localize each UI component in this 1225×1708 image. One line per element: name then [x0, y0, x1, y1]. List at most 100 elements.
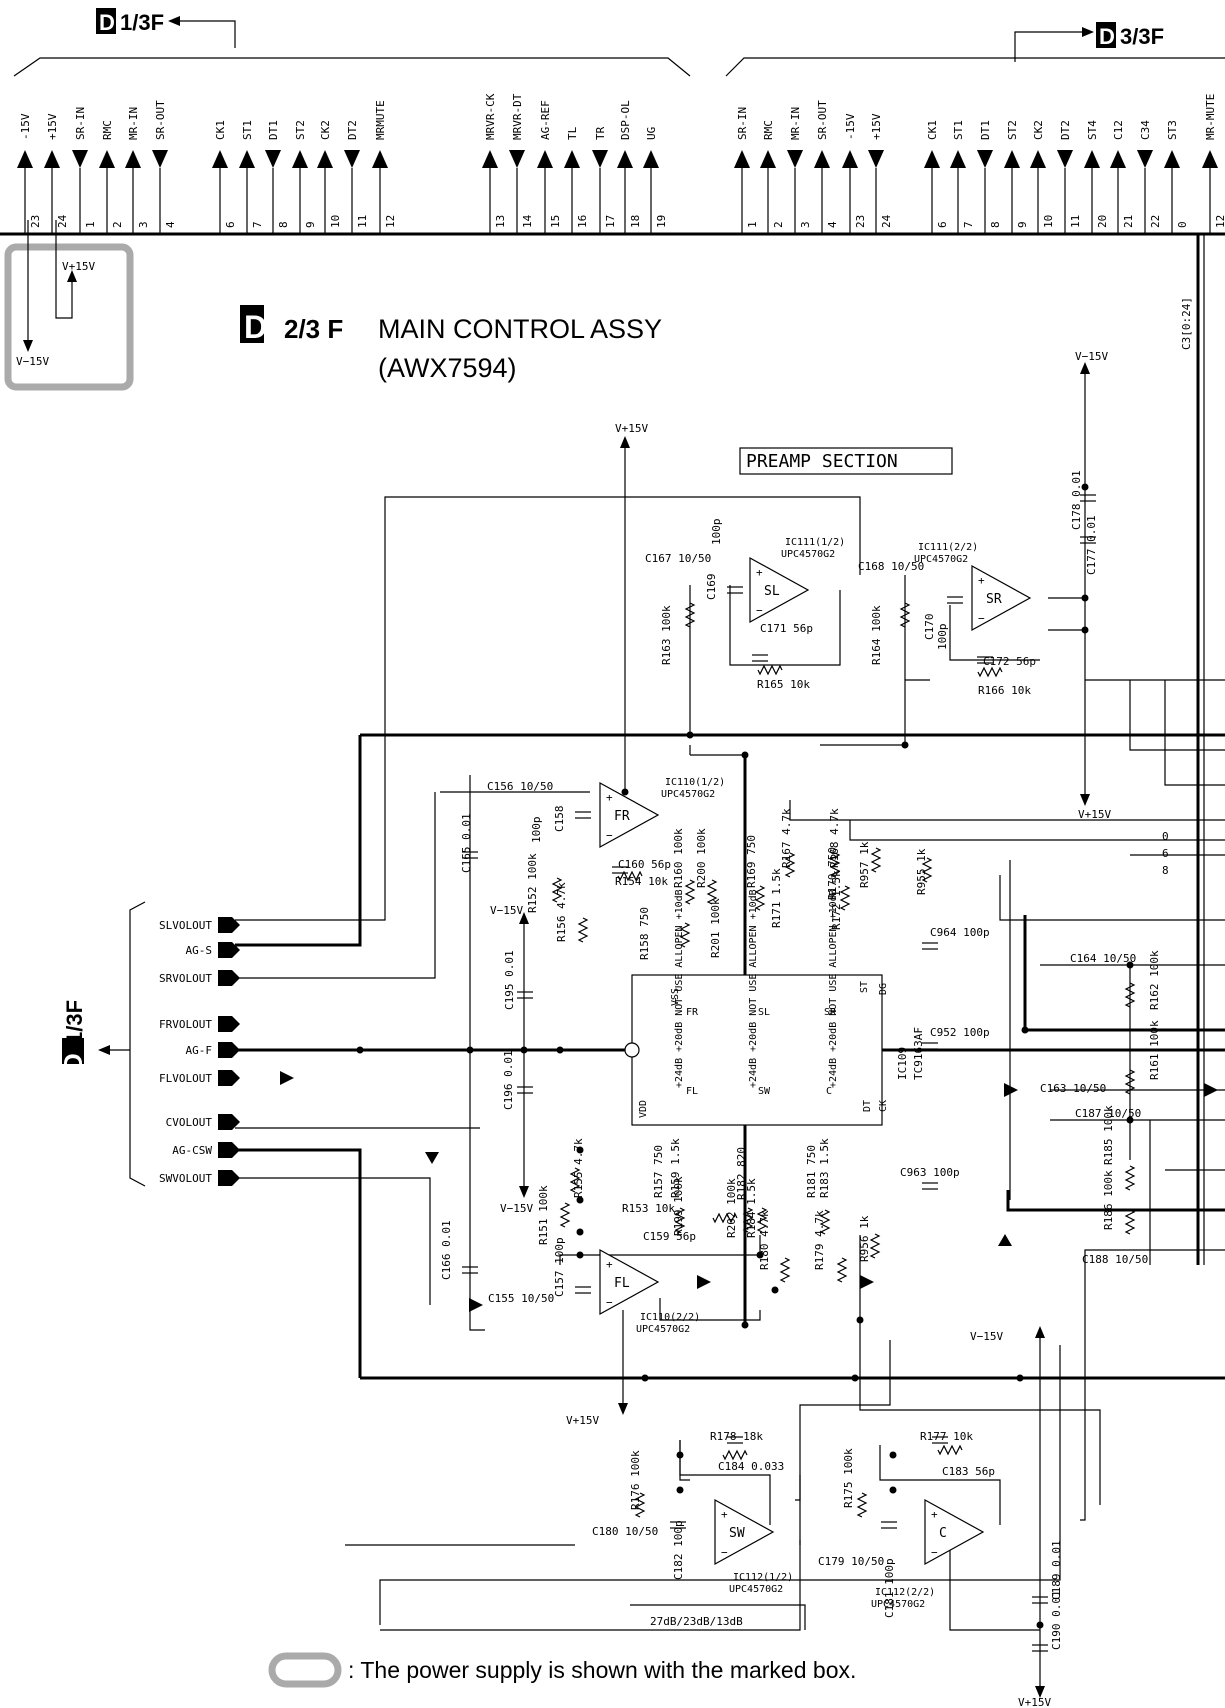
junction-dot	[356, 1046, 364, 1054]
component-label: R169 750	[745, 835, 758, 888]
resistor-symbol	[742, 1207, 754, 1233]
svg-text:IC109: IC109	[896, 1047, 909, 1080]
junction-dot	[686, 731, 694, 739]
pin-label: MRVR-DT	[511, 93, 524, 140]
svg-text:FR: FR	[686, 1007, 699, 1018]
svg-text:6: 6	[1162, 847, 1169, 860]
resistor-symbol	[1124, 1209, 1136, 1235]
pin-label: MR-IN	[789, 107, 802, 140]
gain-note: 27dB/23dB/13dB	[630, 1604, 806, 1630]
component-label: R957 1k	[858, 841, 871, 888]
resistor-symbol	[870, 847, 882, 873]
pin-number: 1	[746, 221, 759, 228]
pin-label: CK2	[1032, 120, 1045, 140]
svg-text:V−15V: V−15V	[500, 1202, 533, 1215]
junction-dot	[889, 1486, 897, 1494]
component-label: C177 0.01	[1085, 515, 1098, 575]
pin-number: 24	[880, 214, 893, 228]
resistor-symbol	[839, 885, 851, 911]
svg-text:+24dB +20dB NOT USE ALLOPEN +1: +24dB +20dB NOT USE ALLOPEN +10dB	[674, 889, 685, 1088]
svg-text:+: +	[606, 1258, 613, 1271]
component-label: C180 10/50	[592, 1525, 658, 1538]
svg-text:0: 0	[1162, 830, 1169, 843]
signal-arrow	[469, 1298, 483, 1312]
component-label: R168 4.7k	[828, 808, 841, 868]
side-signal: FRVOLOUT	[159, 1016, 240, 1032]
op-amp-part: UPC4570G2	[661, 789, 715, 800]
pin-number: 8	[277, 221, 290, 228]
resistor-symbol	[921, 857, 933, 883]
pin-label: ST3	[1166, 120, 1179, 140]
resistor-symbol	[869, 1233, 881, 1259]
svg-text:−: −	[931, 1546, 938, 1559]
junction-dot	[1016, 1374, 1024, 1382]
component-label: C156 10/50	[487, 780, 553, 793]
signal-arrow	[1004, 1083, 1018, 1097]
pin-label: ST1	[952, 120, 965, 140]
junction-dot	[676, 1451, 684, 1459]
svg-text:−: −	[606, 829, 613, 842]
svg-text:FL: FL	[686, 1086, 698, 1097]
op-amp-ref: IC112(2/2)	[875, 1587, 935, 1598]
junction-dot	[676, 1486, 684, 1494]
component-label: C195 0.01	[503, 950, 516, 1010]
op-amp-ref: IC110(1/2)	[665, 777, 725, 788]
resistor-symbol	[577, 917, 589, 943]
resistor-symbol	[617, 870, 643, 882]
pin-number: 23	[854, 215, 867, 228]
component-label: R199 100k	[672, 1176, 685, 1236]
junction-dot	[889, 1451, 897, 1459]
pin-number: 12	[384, 215, 397, 228]
component-label: C183 56p	[942, 1465, 995, 1478]
pin-label: MR-MUTE	[1204, 94, 1217, 140]
op-amp-part: UPC4570G2	[729, 1584, 783, 1595]
resistor-symbol	[756, 1207, 768, 1233]
right-connector-brace	[725, 57, 1225, 77]
footer-legend: : The power supply is shown with the mar…	[268, 1652, 856, 1688]
junction-dot	[741, 751, 749, 759]
pin-number: 9	[304, 221, 317, 228]
pin-label: ST1	[241, 120, 254, 140]
component-label: R170 750	[826, 847, 839, 900]
resistor-symbol	[899, 602, 911, 628]
junction-dot	[1021, 1026, 1029, 1034]
pin-label: TL	[566, 126, 579, 140]
svg-text:DT: DT	[862, 1100, 873, 1112]
bus-label: C3[0:24]	[1180, 297, 1193, 350]
pin-number: 2	[772, 221, 785, 228]
component-label: R956 1k	[858, 1215, 871, 1262]
resistor-symbol	[784, 852, 796, 878]
signal-arrow	[860, 1275, 874, 1289]
signal-arrow	[425, 1152, 439, 1164]
component-label: 100p	[710, 519, 723, 546]
op-amp-ref: IC111(2/2)	[918, 542, 978, 553]
pin-number: 10	[329, 215, 342, 228]
junction-dot	[856, 1316, 864, 1324]
svg-text:−: −	[978, 612, 985, 625]
resistor-symbol	[722, 1449, 748, 1461]
pin-label: SR-OUT	[816, 100, 829, 140]
side-signal-label: AG-F	[186, 1044, 213, 1057]
svg-text:V−15V: V−15V	[490, 904, 523, 917]
component-label: R202 100k	[725, 1178, 738, 1238]
pin-label: C12	[1112, 120, 1125, 140]
svg-text:+: +	[721, 1508, 728, 1521]
pin-number: 16	[576, 215, 589, 228]
pin-number: 7	[251, 221, 264, 228]
resistor-symbols	[280, 483, 1218, 1652]
net-labels: 0 6 8	[1162, 830, 1169, 877]
svg-text:V+15V: V+15V	[1018, 1696, 1051, 1708]
component-label: C952 100p	[930, 1026, 990, 1039]
power-supply-box: V+15V V−15V	[4, 220, 134, 391]
